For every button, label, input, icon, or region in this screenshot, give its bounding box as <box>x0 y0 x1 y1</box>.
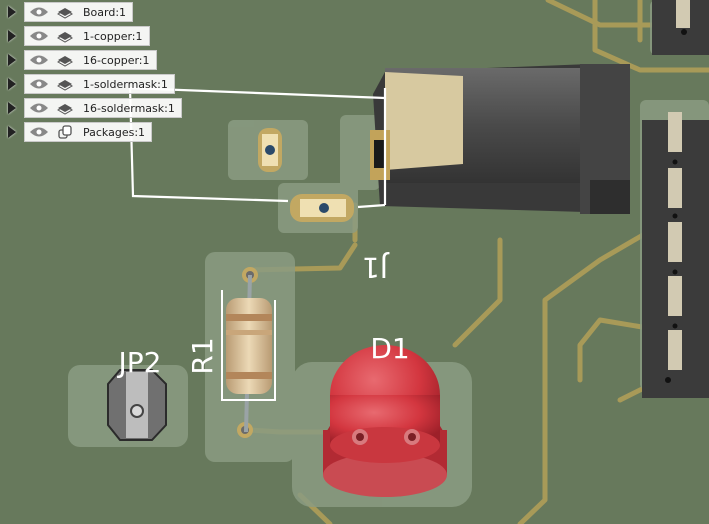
tree-item-1-soldermask[interactable]: 1-soldermask:1 <box>24 74 175 94</box>
tree-item-board[interactable]: Board:1 <box>24 2 134 22</box>
tree-item-1-copper[interactable]: 1-copper:1 <box>24 26 150 46</box>
layer-stack-icon <box>57 8 73 19</box>
tree-item-label: 1-copper:1 <box>83 29 143 43</box>
pin-header-connector[interactable] <box>642 0 709 398</box>
expand-arrow-icon[interactable] <box>8 6 16 18</box>
tree-row-16-copper[interactable]: 16-copper:1 <box>4 50 204 70</box>
tree-item-label: 16-soldermask:1 <box>83 101 175 115</box>
j1-designator: J1 <box>362 251 390 284</box>
eye-icon[interactable] <box>29 126 49 138</box>
tree-item-16-copper[interactable]: 16-copper:1 <box>24 50 157 70</box>
tree-row-16-soldermask[interactable]: 16-soldermask:1 <box>4 98 204 118</box>
expand-arrow-icon[interactable] <box>8 54 16 66</box>
browser-tree-panel: Board:1 1-copper:1 16-copper:1 1-solderm… <box>4 2 204 146</box>
j1-pads <box>258 128 354 222</box>
eye-icon[interactable] <box>29 102 49 114</box>
tree-row-board[interactable]: Board:1 <box>4 2 204 22</box>
layer-stack-icon <box>57 56 73 67</box>
layer-stack-icon <box>57 104 73 115</box>
tree-row-1-soldermask[interactable]: 1-soldermask:1 <box>4 74 204 94</box>
layer-stack-icon <box>57 80 73 91</box>
jp2-jumper[interactable] <box>107 369 167 441</box>
layer-stack-icon <box>57 32 73 43</box>
j1-barrel-jack[interactable] <box>370 64 630 214</box>
eye-icon[interactable] <box>29 6 49 18</box>
eye-icon[interactable] <box>29 54 49 66</box>
tree-item-packages[interactable]: Packages:1 <box>24 122 153 142</box>
r1-resistor[interactable] <box>221 267 276 438</box>
eye-icon[interactable] <box>29 78 49 90</box>
d1-led[interactable] <box>323 345 447 497</box>
tree-item-label: 16-copper:1 <box>83 53 150 67</box>
tree-row-1-copper[interactable]: 1-copper:1 <box>4 26 204 46</box>
tree-item-16-soldermask[interactable]: 16-soldermask:1 <box>24 98 182 118</box>
package-icon <box>58 125 72 139</box>
expand-arrow-icon[interactable] <box>8 102 16 114</box>
tree-item-label: Board:1 <box>83 5 127 19</box>
expand-arrow-icon[interactable] <box>8 78 16 90</box>
r1-designator: R1 <box>186 337 219 374</box>
jp2-designator: JP2 <box>117 346 162 379</box>
eye-icon[interactable] <box>29 30 49 42</box>
tree-item-label: Packages:1 <box>83 125 146 139</box>
expand-arrow-icon[interactable] <box>8 126 16 138</box>
tree-row-packages[interactable]: Packages:1 <box>4 122 204 142</box>
tree-item-label: 1-soldermask:1 <box>83 77 168 91</box>
d1-designator: D1 <box>370 332 409 365</box>
j1-silkscreen-outline <box>128 86 387 209</box>
silkscreen-labels: J1 R1 JP2 D1 <box>117 251 410 379</box>
expand-arrow-icon[interactable] <box>8 30 16 42</box>
